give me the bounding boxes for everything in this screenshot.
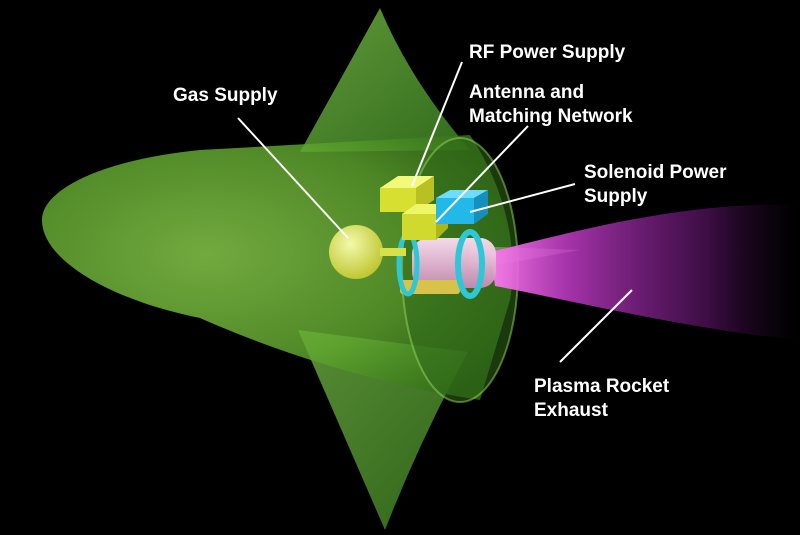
- label-gas-supply: Gas Supply: [173, 85, 278, 106]
- label-antenna-line2: Matching Network: [469, 106, 633, 127]
- label-solenoid-line2: Supply: [584, 186, 648, 207]
- plasma-chamber: [412, 238, 496, 288]
- label-plasma-line1: Plasma Rocket: [534, 376, 670, 397]
- label-rf-power-supply: RF Power Supply: [469, 42, 626, 63]
- leader-solenoid: [469, 183, 576, 213]
- solenoid-coil-rear: [455, 229, 485, 299]
- upper-fin: [300, 8, 470, 152]
- solenoid-box-side: [474, 190, 488, 224]
- leader-gas-supply: [237, 117, 349, 239]
- leader-antenna: [435, 125, 529, 223]
- leader-rf-power: [411, 61, 463, 187]
- rf-box-front: [380, 188, 416, 212]
- rf-box-side: [416, 176, 434, 212]
- label-antenna-line1: Antenna and: [469, 82, 585, 103]
- gas-tank: [329, 225, 383, 279]
- leader-plasma-exhaust: [559, 289, 633, 363]
- matching-network-box: [402, 214, 436, 240]
- label-solenoid-line1: Solenoid Power: [584, 162, 727, 183]
- gas-feed-pipe: [380, 248, 406, 256]
- plasma-exhaust: [490, 204, 800, 340]
- label-plasma-line2: Exhaust: [534, 400, 608, 421]
